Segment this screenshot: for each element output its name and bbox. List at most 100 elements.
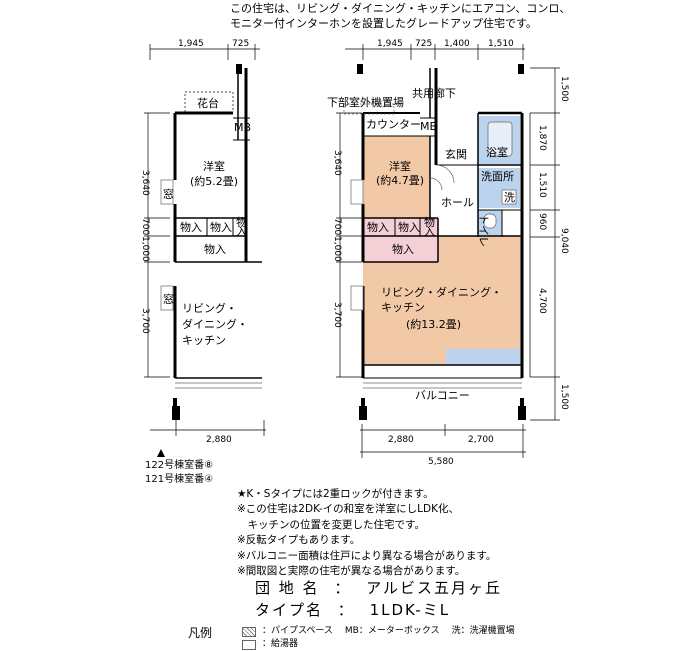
legend-mb: MB：メーターボックス (344, 626, 440, 636)
right-dim-top-4: 1,510 (488, 39, 514, 49)
legend-row-2: ：給湯器 (242, 638, 515, 651)
left-ldk-line-2: ダイニング・ (182, 317, 248, 331)
note-3: キッチンの位置を変更した住宅です。 (237, 518, 425, 531)
right-dim-bottom-1: 2,880 (388, 435, 414, 445)
right-western-fill (363, 136, 430, 218)
estate-label: 団 地 名 (255, 579, 320, 597)
right-dim-left-1: 3,640 (332, 150, 342, 176)
block-121: 121号棟室番④ (145, 474, 214, 485)
estate-value: アルビス五月ヶ丘 (366, 579, 502, 597)
right-closet-d: 入 (424, 225, 435, 238)
left-dim-top-2: 725 (232, 39, 249, 49)
right-corridor-label: 共用廊下 (412, 86, 456, 100)
left-closet-d: 入 (236, 225, 247, 238)
right-storage-label: 物入 (392, 242, 414, 256)
right-toilet-label: トイレ (477, 214, 490, 247)
right-washroom-label: 洗面所 (481, 170, 514, 183)
right-dim-left-3: 1,000 (332, 236, 342, 262)
right-dim-inner-4: 4,700 (537, 288, 547, 314)
header-line-2: モニター付インターホンを設置したグレードアップ住宅です。 (230, 17, 537, 30)
north-arrow-icon (157, 449, 165, 457)
left-plan-walls (172, 64, 262, 420)
left-window-label: 窓 (163, 187, 174, 201)
right-counter-label: カウンター (366, 118, 421, 131)
legend-pipe: ：パイプスペース (262, 626, 333, 636)
left-western-size: (約5.2畳) (190, 174, 238, 188)
right-dim-inner-2: 1,510 (537, 172, 547, 198)
left-closet-b: 物入 (210, 220, 232, 234)
header-line-1: この住宅は、リビング・ダイニング・キッチンにエアコン、コンロ、 (230, 2, 571, 15)
left-dim-top-1: 1,945 (178, 39, 204, 49)
right-dim-inner-3: 960 (537, 213, 547, 230)
right-closet-b: 物入 (398, 220, 420, 234)
water-heater-swatch-icon (242, 639, 256, 650)
right-dim-bottom-2: 2,700 (468, 435, 494, 445)
type-value: 1LDK-ミL (369, 601, 451, 619)
legend-washer: 洗：洗濯機置場 (451, 626, 515, 636)
right-ldk-fill-2 (438, 236, 521, 262)
right-entrance-label: 玄関 (445, 147, 467, 161)
right-closet-c: 物 (424, 215, 435, 229)
right-plan-fills (363, 116, 521, 365)
left-dim-left-3: 1,000 (140, 236, 150, 262)
note-5: ※バルコニー面積は住戸により異なる場合があります。 (237, 549, 497, 562)
right-dim-inner-1: 1,870 (537, 125, 547, 151)
right-dim-top-1: 1,945 (377, 39, 403, 49)
note-1: ★K・Sタイプには2重ロックが付きます。 (237, 488, 434, 500)
left-window-label-2: 窓 (163, 292, 174, 306)
type-name-row: タイプ名 ： 1LDK-ミL (255, 600, 450, 620)
left-dim-bottom-1: 2,880 (206, 435, 232, 445)
right-western-size: (約4.7畳) (376, 173, 424, 187)
right-plan-details (343, 103, 522, 389)
left-dim-left-2: 700 (140, 218, 150, 235)
right-plan-walls (357, 64, 526, 420)
right-outdoor-unit-label: 下部室外機置場 (327, 95, 404, 109)
right-dim-outer-2: 9,040 (559, 228, 569, 254)
note-6: ※間取図と実際の住宅が異なる場合があります。 (237, 565, 466, 578)
left-mb-label: MB (234, 121, 251, 134)
type-label: タイプ名 (255, 601, 324, 619)
right-washer-label: 洗 (504, 191, 515, 204)
legend-title: 凡例 (188, 626, 213, 640)
right-hall-label: ホール (441, 196, 474, 209)
right-dim-bottom-3: 5,580 (428, 457, 454, 467)
left-western-label: 洋室 (203, 159, 225, 173)
left-ldk-line-1: リビング・ (182, 301, 237, 315)
pipe-space-swatch-icon (242, 626, 256, 637)
right-closet-fill (363, 218, 438, 236)
right-ldk-size: (約13.2畳) (406, 317, 461, 331)
right-balcony-label: バルコニー (415, 389, 470, 402)
block-122: 122号棟室番⑧ (145, 460, 214, 471)
left-flowerbed-label: 花台 (197, 96, 219, 110)
right-dim-left-4: 3,700 (332, 302, 342, 328)
legend-row-1: ：パイプスペース MB：メーターボックス 洗：洗濯機置場 (242, 625, 515, 638)
left-closet-c: 物 (236, 215, 247, 229)
estate-sep: ： (334, 579, 352, 597)
right-storage-fill (363, 236, 438, 262)
left-dim-left-1: 3,640 (140, 170, 150, 196)
note-4: ※反転タイプもあります。 (237, 534, 361, 547)
right-dim-top-2: 725 (415, 39, 432, 49)
left-storage-label: 物入 (204, 242, 226, 256)
left-closet-a: 物入 (180, 220, 202, 234)
right-plan-dimension-lines (336, 44, 560, 458)
right-closet-a: 物入 (367, 220, 389, 234)
right-dim-outer-3: 1,500 (559, 384, 569, 410)
type-sep: ： (337, 601, 355, 619)
right-western-label: 洋室 (389, 159, 411, 173)
right-bath-label: 浴室 (486, 145, 508, 159)
left-dim-left-4: 3,700 (140, 308, 150, 334)
estate-name-row: 団 地 名 ： アルビス五月ヶ丘 (255, 578, 502, 598)
right-dim-top-3: 1,400 (444, 39, 470, 49)
right-dim-left-2: 700 (332, 218, 342, 235)
right-ldk-label-2: キッチン (381, 301, 425, 314)
note-2: ※この住宅は2DK-イの和室を洋室にしLDK化、 (237, 503, 459, 516)
right-ldk-label: リビング・ダイニング・ (381, 285, 502, 299)
left-ldk-line-3: キッチン (182, 334, 226, 347)
left-plan-windows (160, 179, 262, 389)
legend-heater: ：給湯器 (262, 639, 299, 649)
notes: ★K・Sタイプには2重ロックが付きます。 ※この住宅は2DK-イの和室を洋室にし… (237, 487, 496, 579)
right-ldk-fill (363, 262, 521, 365)
block-numbers: 122号棟室番⑧ 121号棟室番④ (145, 459, 213, 487)
